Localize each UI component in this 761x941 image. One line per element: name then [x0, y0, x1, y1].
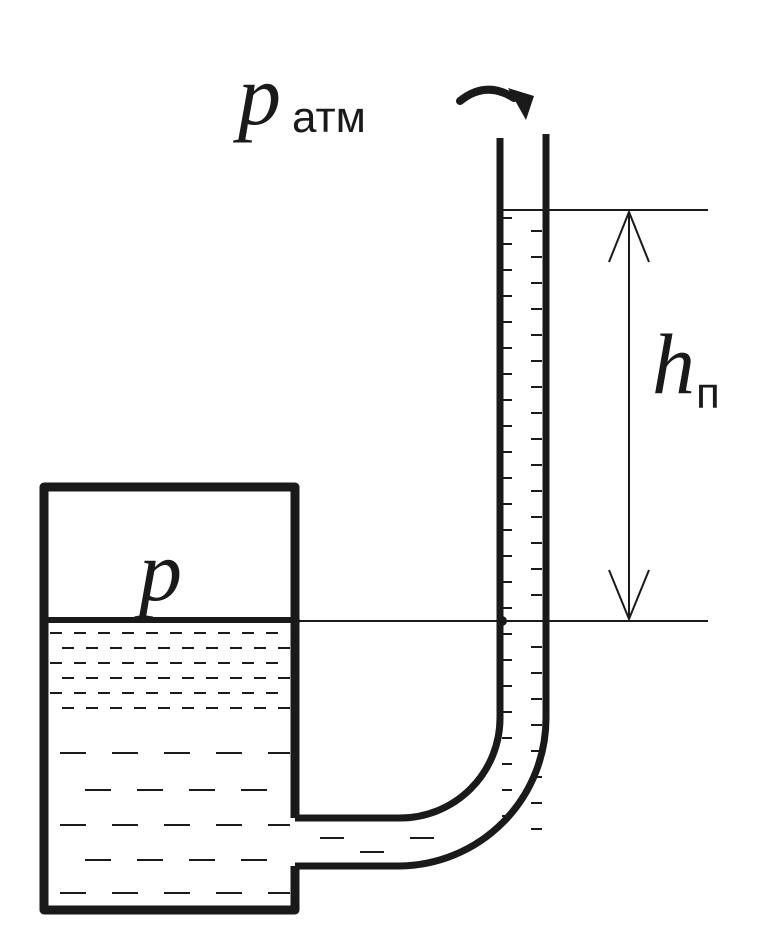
- atm-arrow-icon: [456, 85, 518, 105]
- reference-point-left: [292, 617, 300, 625]
- pipe-outer-wall: [295, 134, 550, 870]
- atm-pressure-subscript: атм: [292, 93, 366, 142]
- atm-pressure-label: p: [232, 47, 281, 143]
- vessel-pressure-label: p: [133, 523, 182, 619]
- height-label: h: [652, 316, 695, 412]
- pipe-inner-wall: [295, 138, 504, 822]
- reference-point-tube: [497, 616, 507, 626]
- tube-liquid-dashes: [502, 217, 542, 830]
- vessel-outline: [39, 482, 300, 915]
- height-subscript: п: [696, 369, 720, 418]
- height-arrow-up-icon: [608, 209, 650, 263]
- height-arrow-down-icon: [608, 569, 650, 622]
- vessel-liquid-dashes: [50, 632, 434, 894]
- atm-arrowhead-icon: [508, 88, 534, 120]
